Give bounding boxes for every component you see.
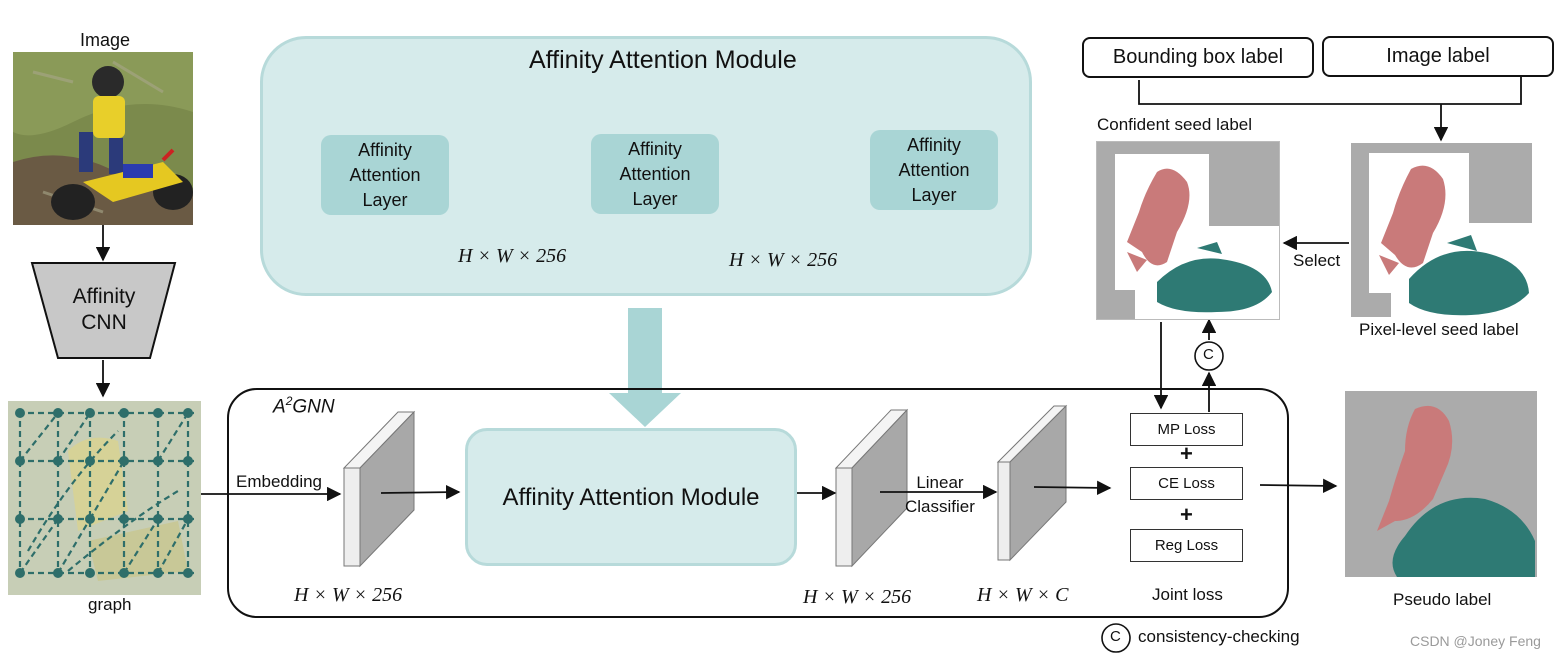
- consistency-c-symbol: C: [1203, 346, 1214, 363]
- image-label-text: Image label: [1386, 45, 1490, 67]
- gnn-dim-2: H × W × 256: [803, 586, 912, 608]
- legend-consistency-circle: [1101, 623, 1131, 653]
- top-dim-1: H × W × 256: [458, 245, 567, 267]
- consistency-circle: [1194, 341, 1224, 371]
- gnn-affinity-module: Affinity Attention Module: [465, 428, 797, 566]
- gnn-affinity-module-label: Affinity Attention Module: [502, 483, 760, 511]
- top-attention-layer-3: Affinity Attention Layer: [870, 130, 998, 210]
- mp-loss-label: MP Loss: [1157, 421, 1216, 438]
- ce-loss-box: CE Loss: [1130, 467, 1243, 500]
- ce-loss-label: CE Loss: [1158, 475, 1215, 492]
- a2gnn-title-main: A: [273, 396, 286, 418]
- embedding-label: Embedding: [236, 472, 323, 491]
- pixel-seed-image: [1351, 143, 1532, 317]
- linear-classifier-label: Linear Classifier: [905, 471, 975, 519]
- top-attention-layer-2: Affinity Attention Layer: [591, 134, 719, 214]
- graph-caption: graph: [88, 595, 132, 614]
- mp-loss-box: MP Loss: [1130, 413, 1243, 446]
- legend-c-symbol: C: [1110, 628, 1121, 645]
- pixel-seed-caption: Pixel-level seed label: [1359, 320, 1519, 339]
- watermark: CSDN @Joney Feng: [1410, 633, 1541, 649]
- linear-classifier-text: Linear Classifier: [905, 473, 975, 516]
- input-image: [13, 52, 193, 225]
- top-module-title: Affinity Attention Module: [529, 46, 797, 74]
- gnn-feature-block-3: [996, 404, 1068, 562]
- image-title: Image: [80, 30, 131, 50]
- a2gnn-title: A2GNN: [273, 394, 335, 418]
- down-arrow: [609, 308, 681, 427]
- consistency-checking-label: consistency-checking: [1138, 627, 1300, 646]
- top-dim-2: H × W × 256: [729, 249, 838, 271]
- gnn-dim-1: H × W × 256: [294, 584, 403, 606]
- graph-image: [8, 401, 201, 595]
- gnn-feature-block-2: [834, 408, 909, 568]
- top-attention-layer-1: Affinity Attention Layer: [321, 135, 449, 215]
- gnn-dim-3: H × W × C: [977, 584, 1069, 606]
- pseudo-label-caption: Pseudo label: [1393, 590, 1492, 609]
- affinity-cnn-label: Affinity CNN: [58, 284, 150, 336]
- affinity-cnn-line1: Affinity: [72, 285, 136, 308]
- joint-loss-label: Joint loss: [1152, 585, 1223, 604]
- a2gnn-title-sup: 2: [285, 394, 293, 408]
- plus-1: +: [1180, 441, 1193, 466]
- affinity-cnn-line2: CNN: [81, 311, 127, 334]
- reg-loss-label: Reg Loss: [1154, 537, 1219, 554]
- pseudo-label-image: [1345, 391, 1537, 577]
- image-label-box: Image label: [1322, 36, 1554, 77]
- a2gnn-container: [227, 388, 1289, 618]
- reg-loss-box: Reg Loss: [1130, 529, 1243, 562]
- select-label: Select: [1293, 251, 1341, 270]
- confident-seed-caption: Confident seed label: [1097, 115, 1253, 134]
- confident-seed-image: [1096, 141, 1280, 320]
- bounding-box-label-text: Bounding box label: [1112, 46, 1284, 68]
- a2gnn-title-rest: GNN: [292, 396, 335, 418]
- gnn-feature-block-1: [342, 410, 416, 568]
- affinity-cnn-shape: [30, 262, 177, 359]
- plus-2: +: [1180, 502, 1193, 527]
- top-attention-layer-1-label: Affinity Attention Layer: [349, 139, 421, 210]
- top-attention-layer-3-label: Affinity Attention Layer: [898, 134, 970, 205]
- top-attention-layer-2-label: Affinity Attention Layer: [619, 138, 691, 209]
- bounding-box-label: Bounding box label: [1082, 37, 1314, 78]
